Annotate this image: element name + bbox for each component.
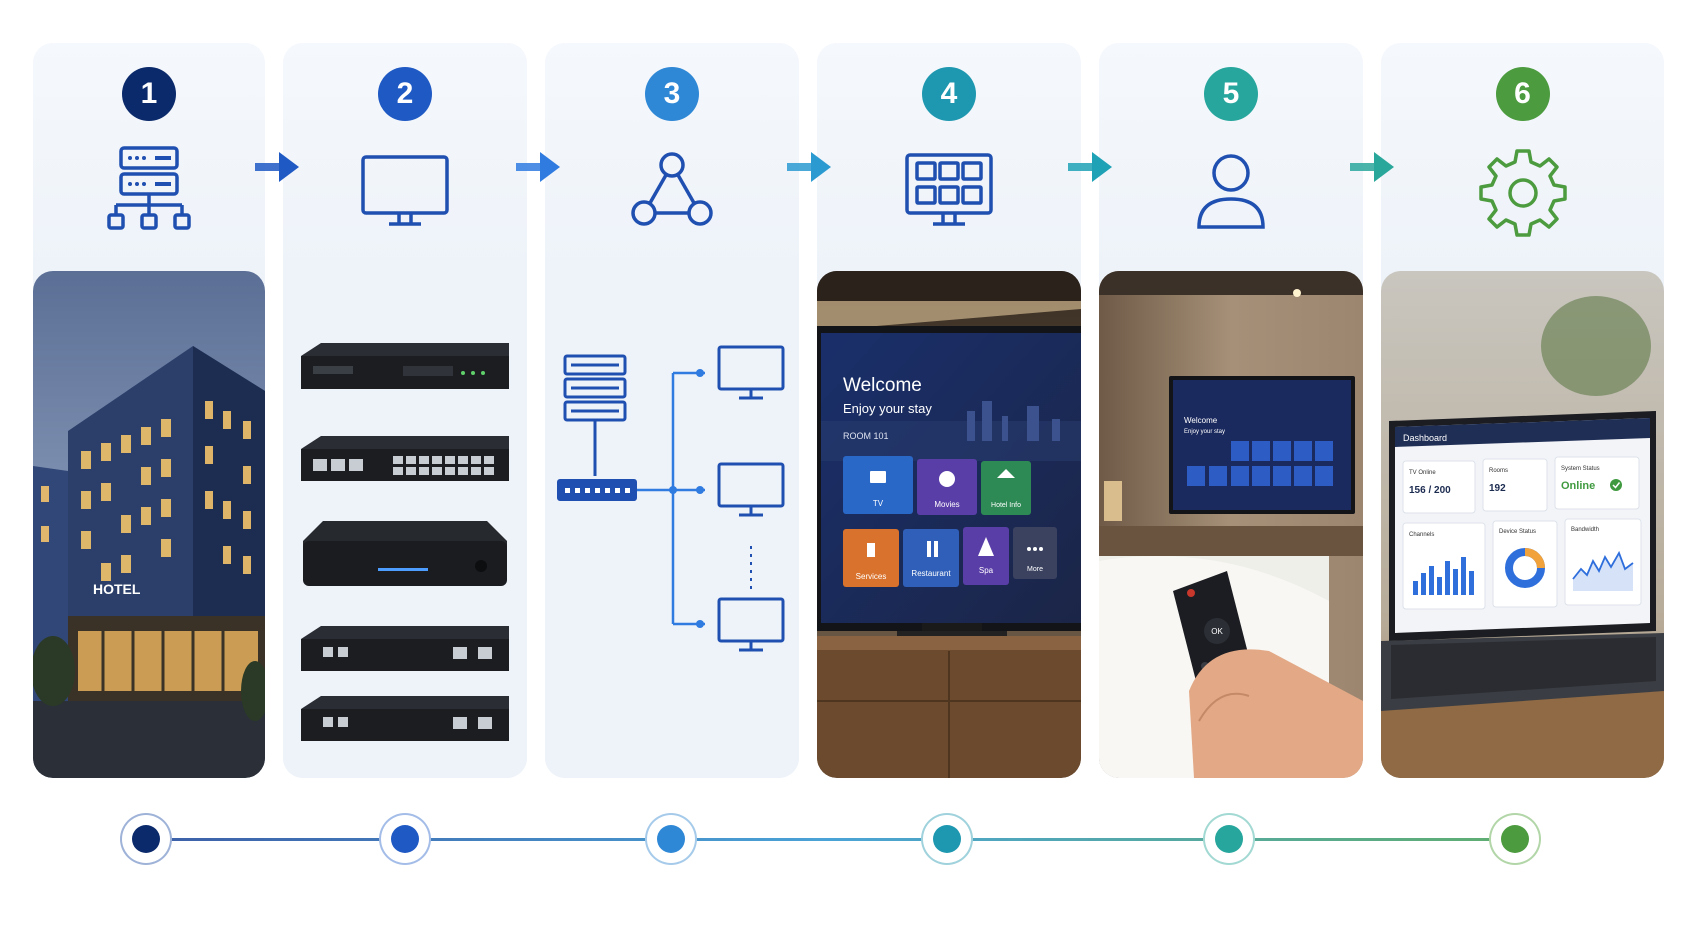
tile-restaurant: Restaurant [911,569,951,578]
rooms-label: Rooms [1489,468,1508,474]
room-tv-subtitle: Enjoy your stay [1184,429,1225,435]
step-4-column: 4 [817,43,1081,778]
timeline-dot-2 [381,815,429,863]
tile-movies: Movies [934,500,959,509]
tv-online-value: 156 / 200 [1409,485,1451,496]
timeline-dot-4 [923,815,971,863]
laptop-dashboard-photo: Dashboard TV Online 156 / 200 Rooms 192 … [1381,271,1664,778]
step-5-badge: 5 [1204,67,1258,121]
arrow-right-icon [255,152,299,182]
remote-ok-button: OK [1211,627,1223,636]
arrow-right-icon [1350,152,1394,182]
step-1-badge: 1 [122,67,176,121]
hotel-building-photo: HOTEL [33,271,265,778]
channels-label: Channels [1409,532,1434,538]
switch-icon [557,479,637,501]
timeline-dot-1 [122,815,170,863]
tile-spa: Spa [979,566,994,575]
channels-bar-chart [1413,557,1474,595]
tv-grid-icon [905,153,993,226]
tv-online-label: TV Online [1409,470,1436,476]
network-nodes-icon [631,152,713,226]
tv-subtitle-text: Enjoy your stay [843,401,932,416]
timeline-dot-6 [1491,815,1539,863]
tv-endpoint-icons [717,345,785,652]
user-icon [1197,154,1265,229]
hotel-room-remote-photo: Welcome Enjoy your stay OK [1099,271,1363,778]
step-3-badge: 3 [645,67,699,121]
tile-tv: TV [873,499,884,508]
arrow-right-icon [516,152,560,182]
tile-services: Services [856,572,887,581]
step-5-column: 5 Welcome Enjoy your stay [1099,43,1363,778]
rack-unit-1 [301,343,509,389]
timeline-line [146,838,1514,841]
system-status-label: System Status [1561,466,1600,472]
switch-unit [301,436,509,481]
system-status-value: Online [1561,480,1595,492]
tv-room-text: ROOM 101 [843,431,889,441]
tile-hotel-info: Hotel Info [991,502,1021,509]
rack-unit-2 [301,626,509,671]
tv-welcome-text: Welcome [843,375,922,396]
dashboard-title: Dashboard [1403,433,1447,443]
server-network-icon [107,146,191,230]
rack-unit-3 [301,696,509,741]
gear-icon [1478,149,1567,237]
network-hardware-photo [283,271,527,778]
distribution-diagram [545,271,799,778]
bandwidth-line-chart [1572,550,1634,580]
step-4-badge: 4 [922,67,976,121]
device-status-donut [1505,548,1545,588]
room-tv-welcome: Welcome [1184,416,1218,425]
step-2-badge: 2 [378,67,432,121]
bandwidth-label: Bandwidth [1571,527,1599,533]
tv-menu-tiles: TV Movies Hotel Info Services Restaurant… [843,456,1057,587]
device-status-label: Device Status [1499,529,1536,535]
rooms-value: 192 [1489,483,1506,494]
timeline-dot-5 [1205,815,1253,863]
tile-more: More [1027,566,1043,573]
tv-welcome-screen-photo: Welcome Enjoy your stay ROOM 101 TV Movi… [817,271,1081,778]
hotel-sign: HOTEL [93,581,141,597]
set-top-box [303,521,507,586]
check-icon [1610,479,1622,491]
step-1-column: 1 [33,43,265,778]
step-3-column: 3 [545,43,799,778]
monitor-icon [361,155,449,226]
step-6-column: 6 Dashboard [1381,43,1664,778]
timeline-dot-3 [647,815,695,863]
step-6-badge: 6 [1495,67,1550,121]
server-stack-icon [563,354,627,476]
arrow-right-icon [787,152,831,182]
arrow-right-icon [1068,152,1112,182]
step-2-column: 2 [283,43,527,778]
